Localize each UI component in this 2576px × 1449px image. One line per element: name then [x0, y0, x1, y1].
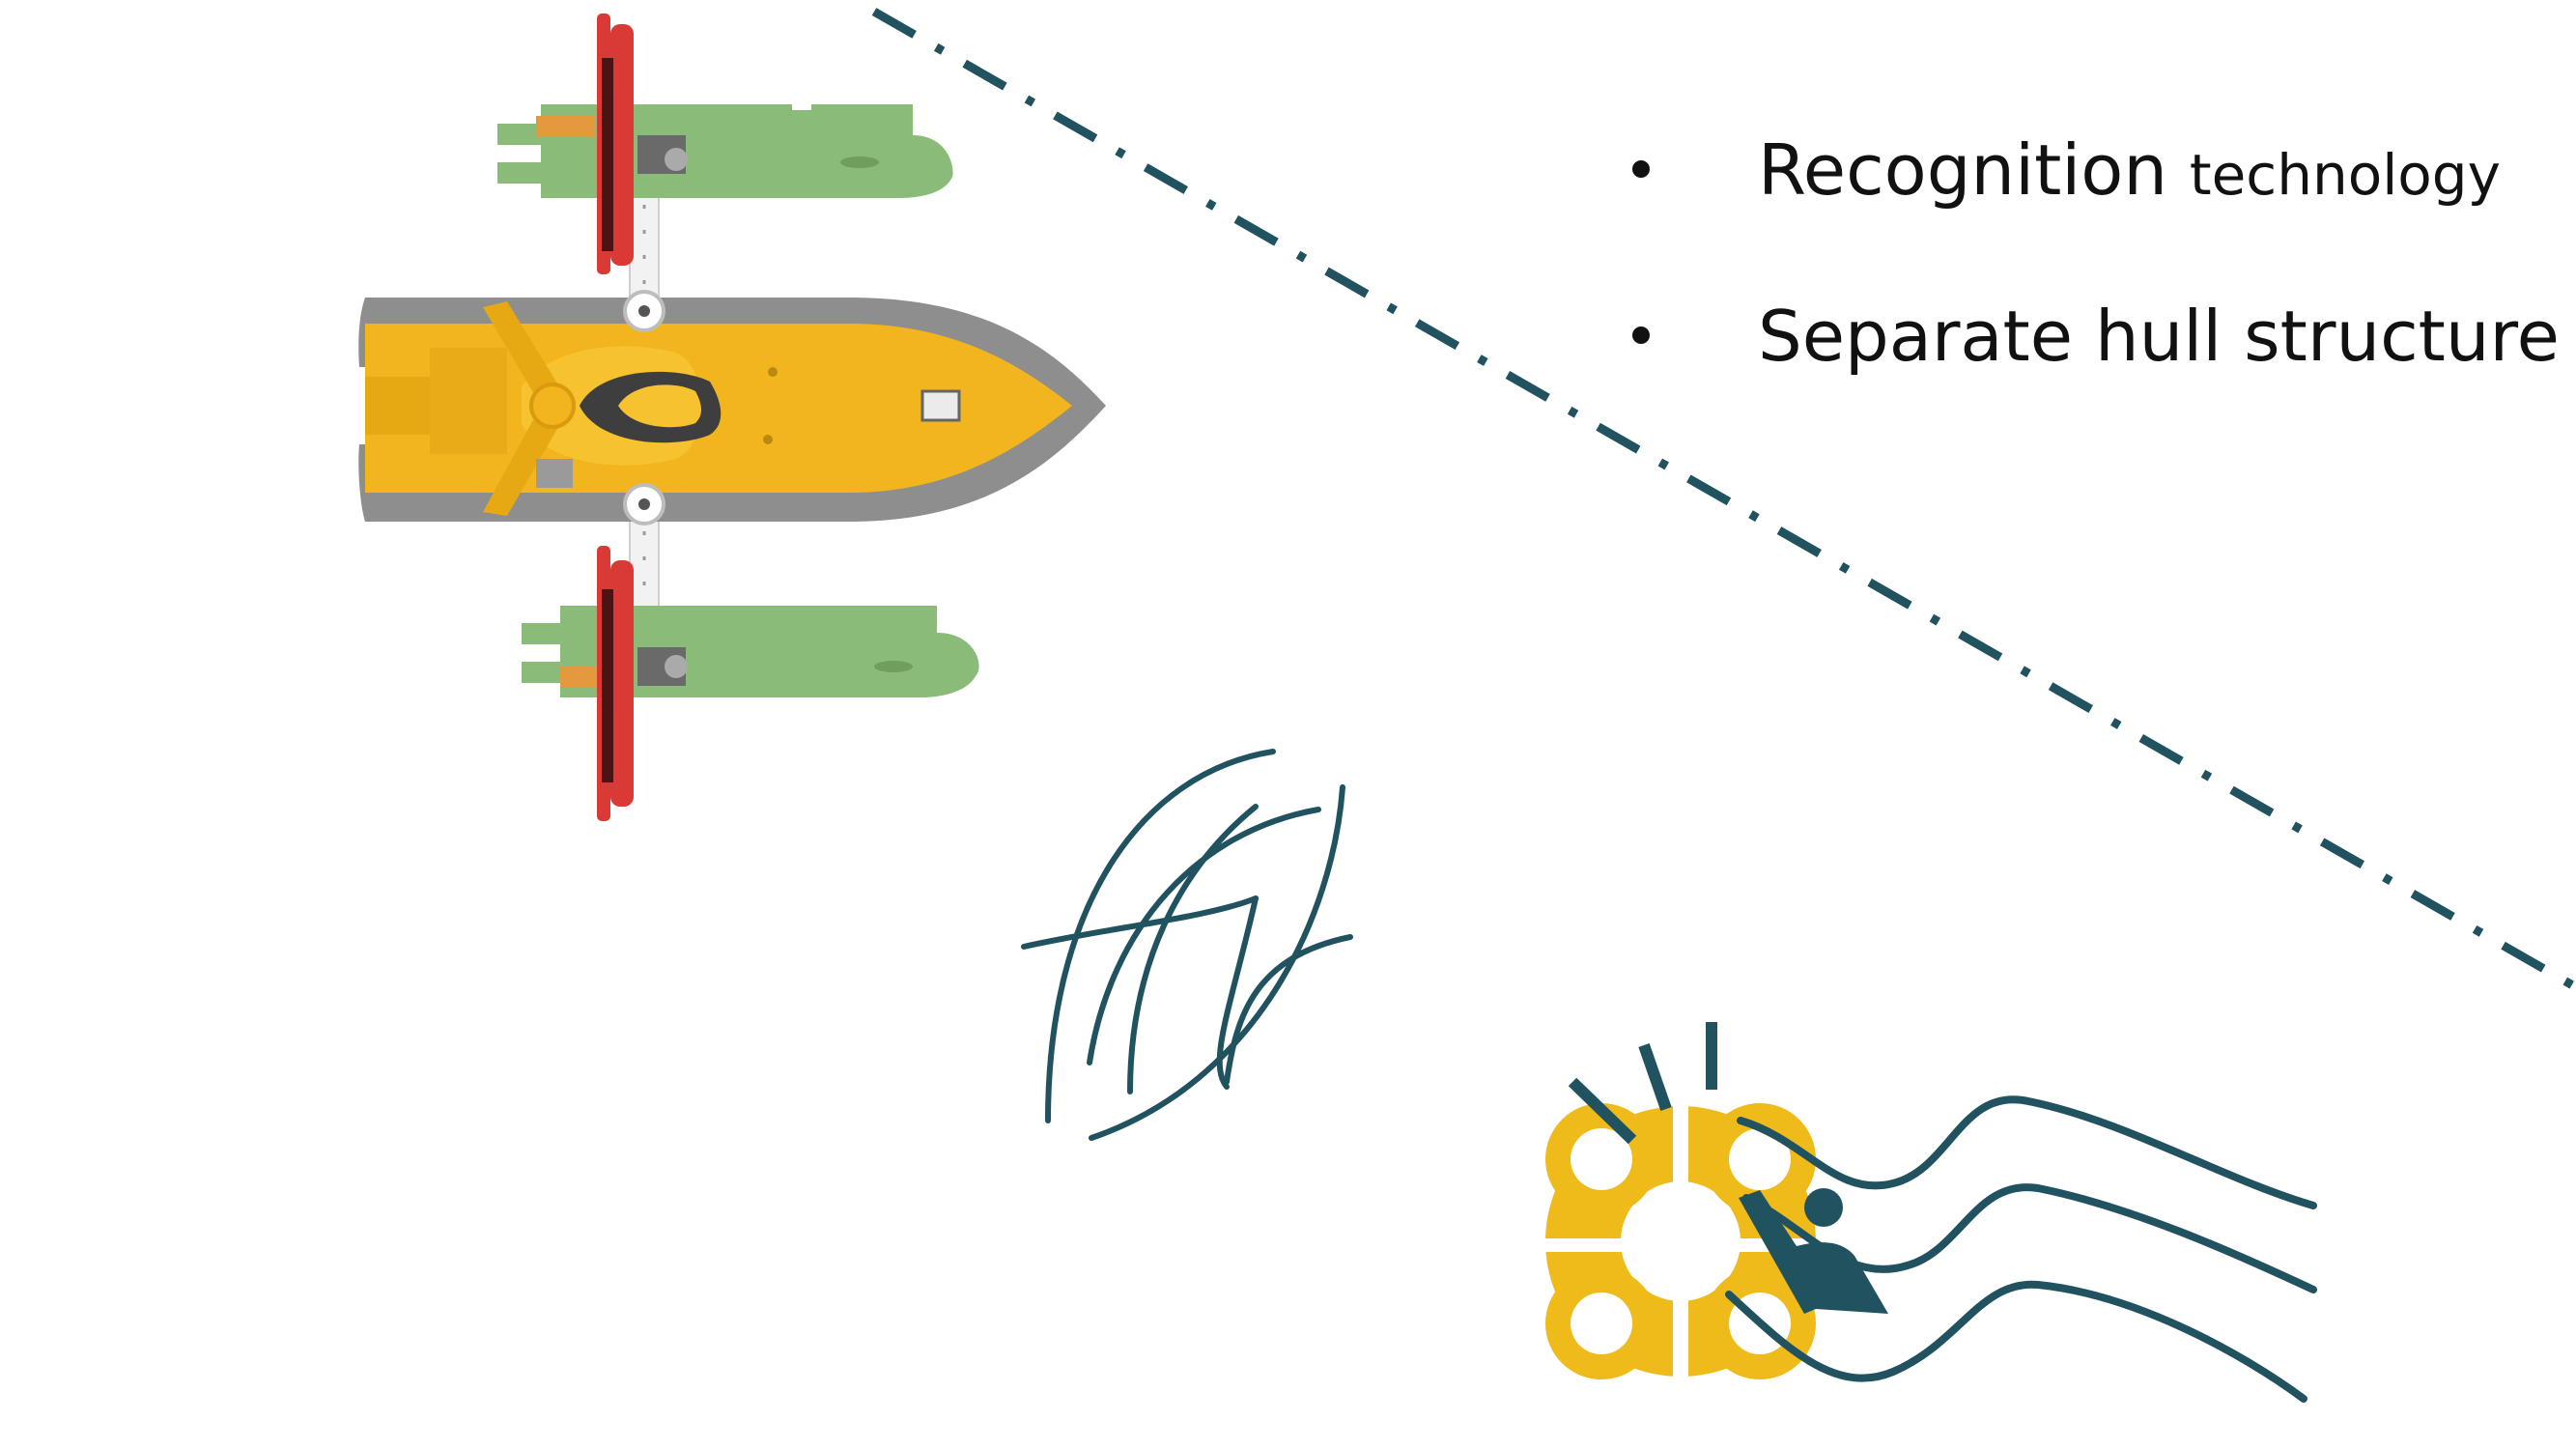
bullet-recognition-main: Recognition [1758, 129, 2167, 211]
lower-rotor [597, 546, 634, 821]
lifebuoy-rescue-icon [1536, 1022, 2317, 1403]
bullet-separate-hull: Separate hull structure [1632, 301, 2560, 371]
hull-connectors [623, 290, 665, 526]
main-hull [358, 298, 1106, 522]
bullet-list: Recognition technology Separate hull str… [1632, 135, 2560, 371]
bullet-dot-icon [1632, 327, 1650, 344]
net-icon [1021, 749, 1353, 1141]
lower-pontoon [522, 606, 979, 697]
bullet-dot-icon [1632, 160, 1650, 178]
upper-pontoon [497, 104, 953, 198]
bullet-recognition-rest: technology [2189, 142, 2501, 208]
bullet-separate-hull-text: Separate hull structure [1758, 296, 2560, 377]
unmanned-boat-icon [358, 14, 1106, 821]
bullet-recognition: Recognition technology [1632, 135, 2560, 205]
dash-dot-divider [871, 8, 2576, 991]
upper-rotor [597, 14, 634, 274]
